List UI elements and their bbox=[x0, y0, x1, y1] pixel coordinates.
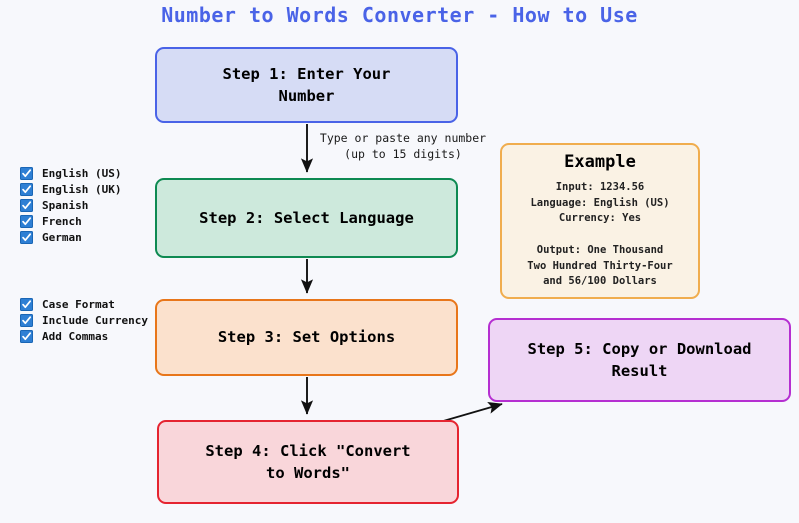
language-option-label: English (US) bbox=[42, 167, 122, 181]
format-option[interactable]: Add Commas bbox=[20, 329, 148, 345]
format-option-label: Add Commas bbox=[42, 330, 109, 344]
language-option-label: French bbox=[42, 215, 82, 229]
checkbox-checked-icon[interactable] bbox=[20, 330, 33, 344]
format-option[interactable]: Include Currency bbox=[20, 313, 148, 329]
checkbox-checked-icon[interactable] bbox=[20, 314, 33, 328]
checkbox-checked-icon[interactable] bbox=[20, 199, 33, 213]
node-step-4[interactable]: Step 4: Click "Convert to Words" bbox=[157, 420, 459, 504]
node-step-1[interactable]: Step 1: Enter Your Number bbox=[155, 47, 458, 123]
format-option-label: Case Format bbox=[42, 298, 115, 312]
example-panel: Example Input: 1234.56 Language: English… bbox=[500, 143, 700, 299]
node-step-5[interactable]: Step 5: Copy or Download Result bbox=[488, 318, 791, 402]
language-option[interactable]: English (US) bbox=[20, 166, 121, 182]
checkbox-checked-icon[interactable] bbox=[20, 215, 33, 229]
language-option-label: English (UK) bbox=[42, 183, 122, 197]
checkbox-checked-icon[interactable] bbox=[20, 183, 33, 197]
node-step-3[interactable]: Step 3: Set Options bbox=[155, 299, 458, 376]
edge-label-step1-step2: Type or paste any number (up to 15 digit… bbox=[319, 131, 487, 161]
checkbox-checked-icon[interactable] bbox=[20, 167, 33, 181]
page-title: Number to Words Converter - How to Use bbox=[161, 3, 638, 27]
example-heading: Example bbox=[564, 151, 636, 172]
checkbox-checked-icon[interactable] bbox=[20, 231, 33, 245]
language-option[interactable]: German bbox=[20, 230, 121, 246]
checkbox-checked-icon[interactable] bbox=[20, 298, 33, 312]
language-option[interactable]: French bbox=[20, 214, 121, 230]
language-option-label: German bbox=[42, 231, 82, 245]
language-option[interactable]: English (UK) bbox=[20, 182, 121, 198]
example-body: Input: 1234.56 Language: English (US) Cu… bbox=[527, 180, 673, 288]
format-option[interactable]: Case Format bbox=[20, 297, 148, 313]
node-step-2[interactable]: Step 2: Select Language bbox=[155, 178, 458, 258]
language-option[interactable]: Spanish bbox=[20, 198, 121, 214]
format-option-label: Include Currency bbox=[42, 314, 148, 328]
language-option-label: Spanish bbox=[42, 199, 89, 213]
